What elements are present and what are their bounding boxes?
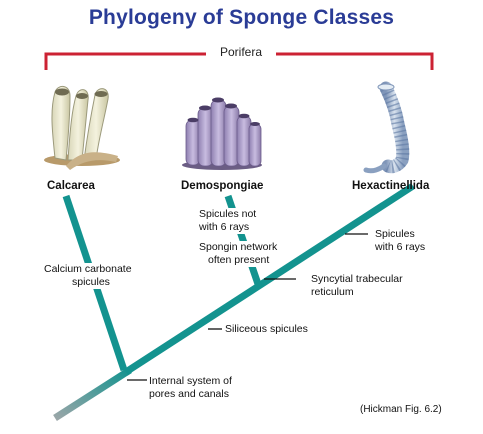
figure-citation: (Hickman Fig. 6.2) — [360, 404, 442, 415]
diagram-title: Phylogeny of Sponge Classes — [88, 6, 395, 29]
character-syncytial-reticulum: Syncytial trabecular reticulum — [311, 273, 403, 299]
character-siliceous-spicules: Siliceous spicules — [225, 323, 308, 336]
taxon-label-calcarea: Calcarea — [47, 180, 95, 192]
glass-sponge-illustration — [363, 81, 410, 174]
character-calcium-carbonate: Calcium carbonate spicules — [44, 263, 132, 289]
calcareous-sponge-illustration — [44, 86, 120, 170]
group-label-porifera: Porifera — [206, 45, 276, 59]
character-spongin-network: Spongin network often present — [199, 241, 278, 267]
character-spicules-not-6-rays: Spicules not with 6 rays — [199, 208, 257, 234]
character-internal-system: Internal system of pores and canals — [149, 375, 232, 401]
demosponge-illustration — [182, 97, 262, 170]
taxon-label-demospongiae: Demospongiae — [181, 180, 264, 192]
taxon-label-hexactinellida: Hexactinellida — [352, 180, 430, 192]
root-tail — [53, 367, 132, 421]
character-spicules-6-rays: Spicules with 6 rays — [375, 228, 426, 254]
